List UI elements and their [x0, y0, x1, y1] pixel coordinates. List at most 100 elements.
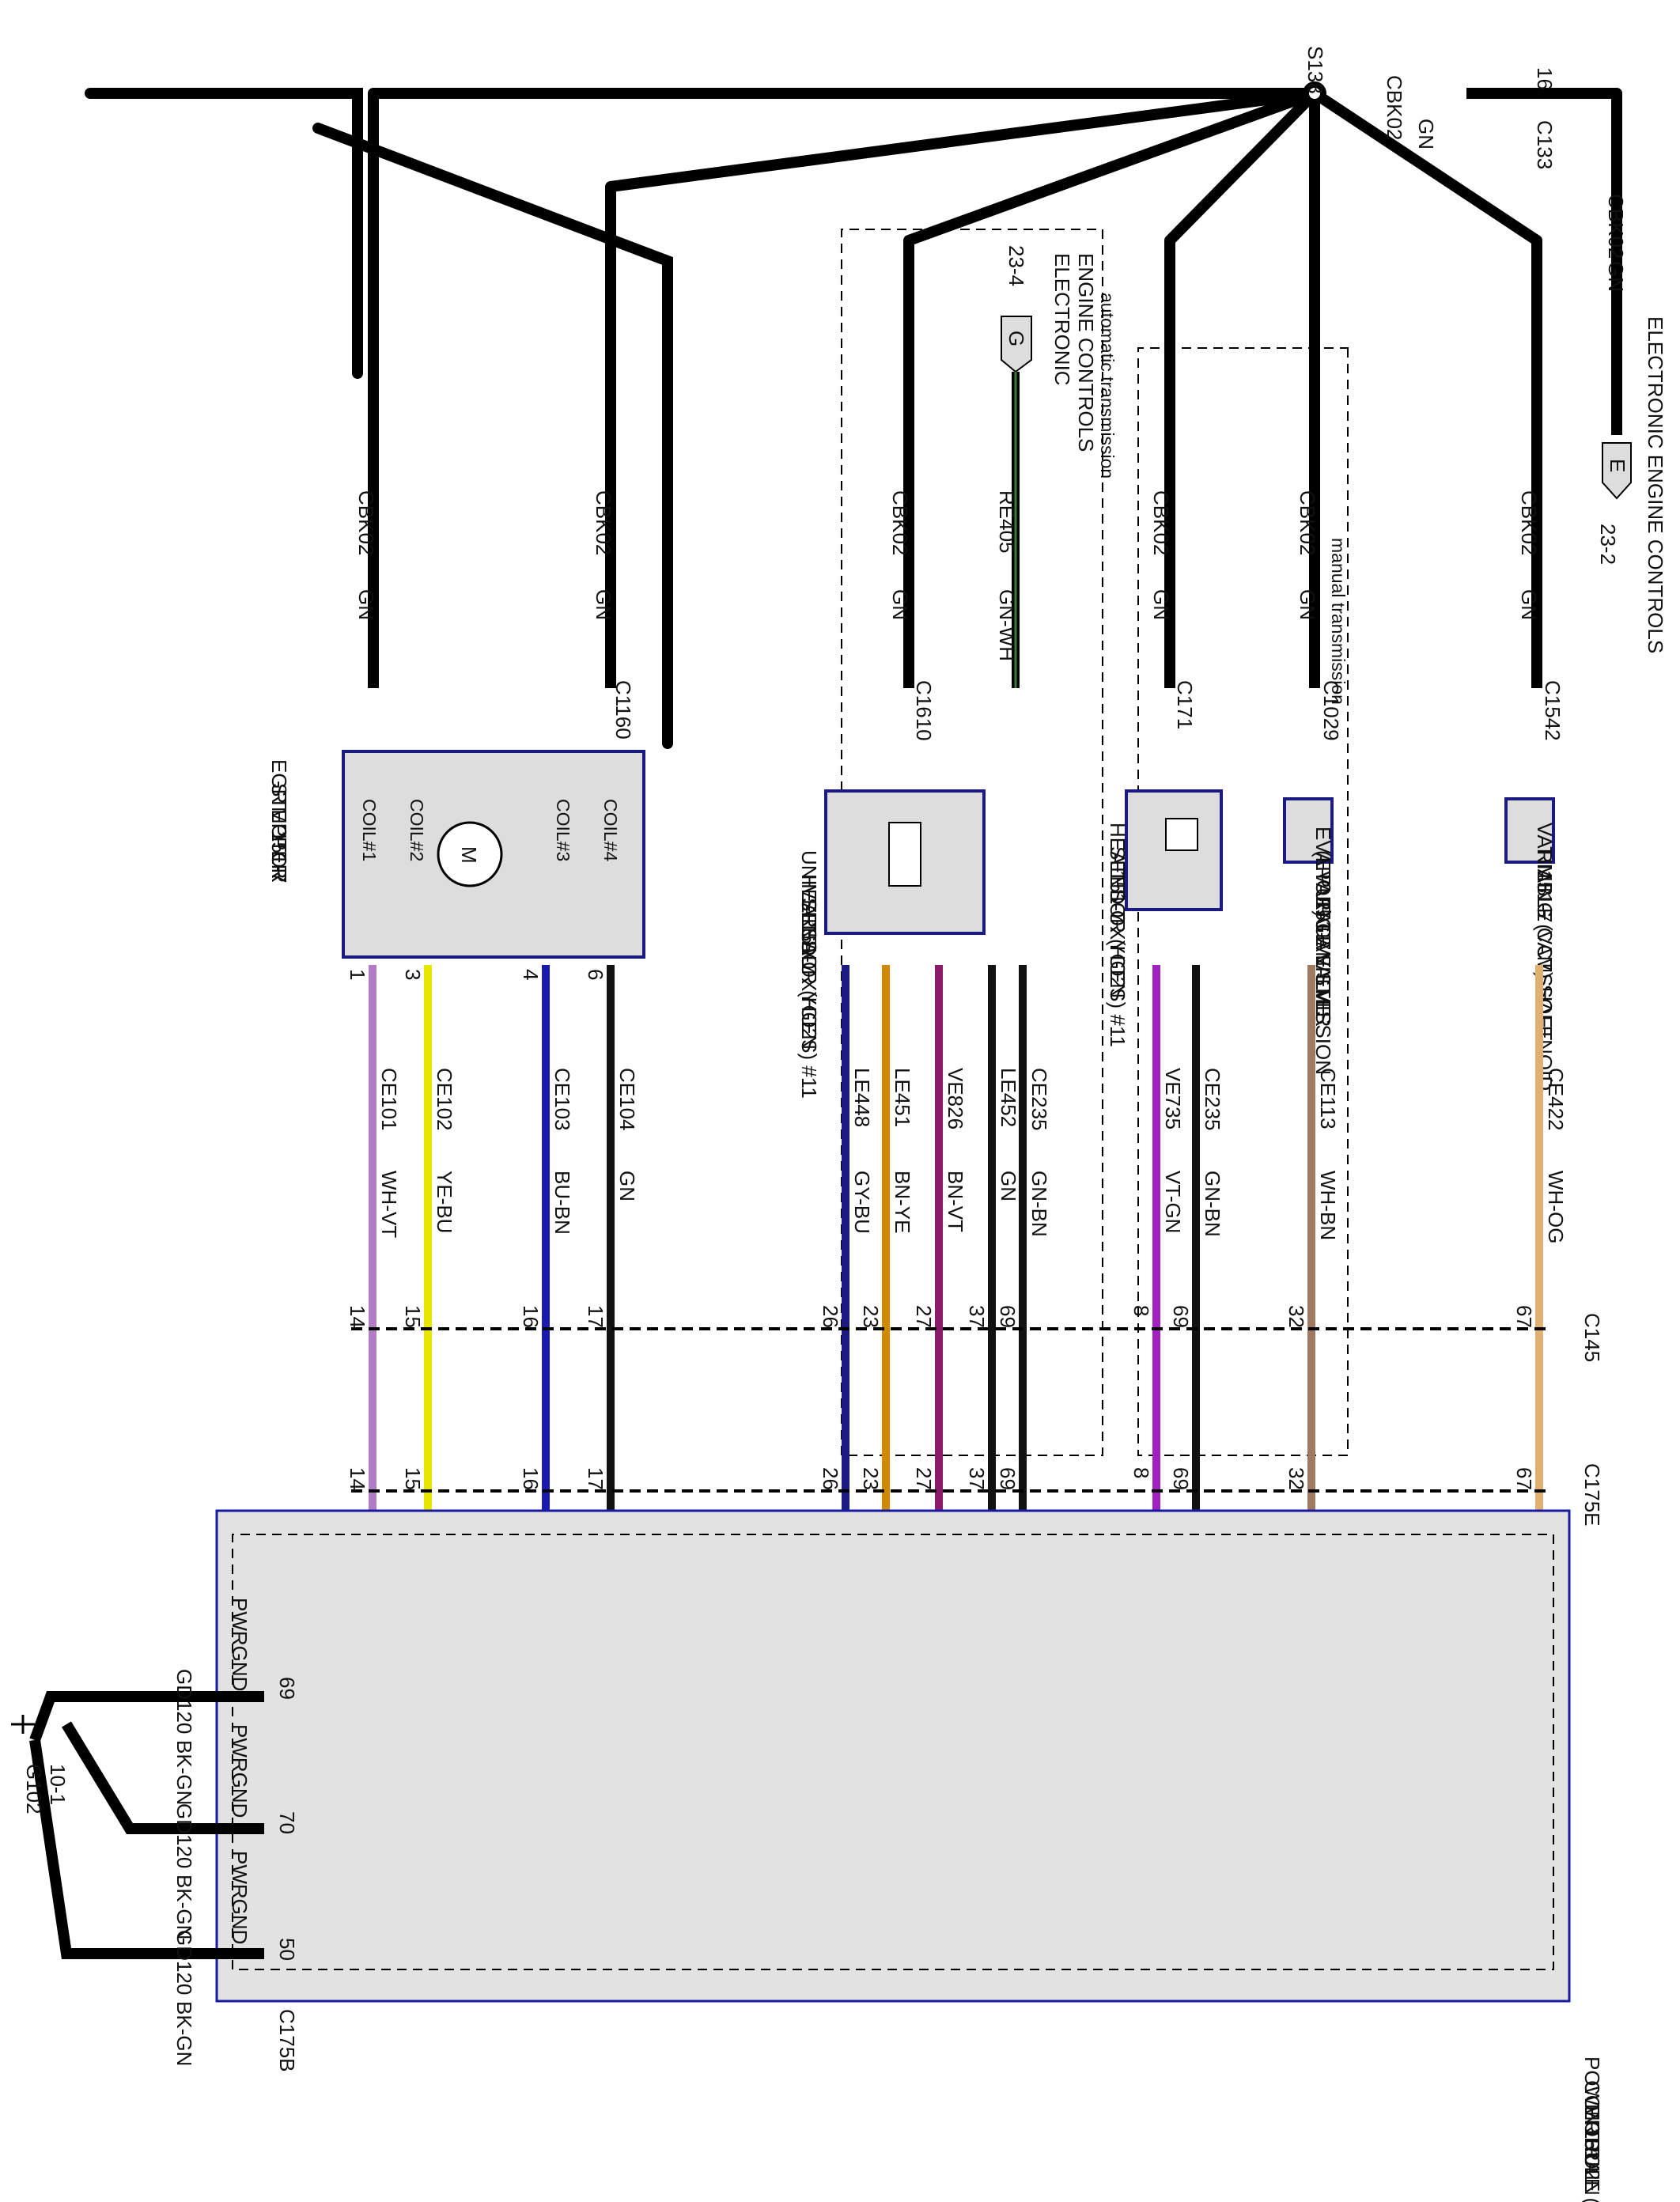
pcm-module[interactable]: POWERTRAIN CONTROL MODULE (PCM) 151-2 PW…: [215, 1509, 1604, 2202]
vct-solenoid[interactable]: VARIABLE CAMSHAFT TIMING (VCT) SOLENOID …: [1504, 797, 1557, 1091]
circuit-label: VE735: [1161, 1068, 1185, 1129]
c145-pin: 69: [1169, 1305, 1193, 1328]
svg-text:automatic transmission: automatic transmission: [1097, 293, 1118, 479]
svg-text:BK-GN: BK-GN: [172, 1875, 196, 1939]
ho2s-11[interactable]: HEATED OXYGEN SENSOR (HO2S) #11 151-7: [1106, 789, 1223, 1047]
svg-text:CBK02: CBK02: [592, 490, 615, 555]
c175e-pin: 69: [996, 1467, 1020, 1490]
wire-color-label: WH-OG: [1544, 1171, 1568, 1243]
c175e-pin: 23: [859, 1467, 883, 1490]
c175e-pin: 27: [912, 1467, 936, 1490]
svg-text:ELECTRONIC: ELECTRONIC: [1050, 253, 1074, 386]
svg-text:CBK02: CBK02: [1296, 490, 1319, 555]
svg-text:BK-GN: BK-GN: [172, 2001, 196, 2066]
svg-text:POWERTRAIN: POWERTRAIN: [1580, 2056, 1604, 2196]
svg-text:GN: GN: [592, 589, 615, 620]
top-wire-label: CBK02: [1383, 75, 1406, 140]
svg-text:C171: C171: [1173, 680, 1197, 729]
egr-stepper-motor[interactable]: EGR STEPPER MOTOR 151-7 COIL#1 COIL#2 CO…: [267, 750, 645, 959]
c175e-label: C175E: [1580, 1463, 1604, 1527]
ground-symbol: [11, 1715, 35, 1734]
ground-wires: [29, 1691, 264, 1959]
svg-text:ENGINE CONTROLS: ENGINE CONTROLS: [1074, 253, 1098, 452]
circuit-label: LE452: [997, 1068, 1020, 1127]
svg-text:GD120: GD120: [172, 1669, 196, 1734]
svg-text:GD120: GD120: [172, 1803, 196, 1868]
wire-color-label: GN-BN: [1027, 1171, 1051, 1237]
svg-text:COIL#4: COIL#4: [600, 799, 621, 861]
svg-text:23-2: 23-2: [1596, 524, 1620, 565]
svg-text:MODULE (PCM): MODULE (PCM): [1580, 2104, 1604, 2202]
c145-pin: 26: [819, 1305, 842, 1328]
circuit-label: CE102: [433, 1068, 456, 1131]
svg-text:RE405: RE405: [995, 490, 1019, 554]
wire-color-label: GN-BN: [1201, 1171, 1224, 1237]
svg-text:HEATED OXYGEN: HEATED OXYGEN: [797, 874, 821, 1050]
eec-ref-e[interactable]: E 23-2 ELECTRONIC ENGINE CONTROLS: [1596, 316, 1667, 653]
svg-text:EGR: EGR: [267, 759, 291, 804]
svg-text:151-7: 151-7: [1533, 870, 1557, 923]
svg-text:PWRGND: PWRGND: [228, 1724, 252, 1818]
svg-text:UNIVERSAL: UNIVERSAL: [797, 850, 821, 967]
component-pin: 4: [519, 969, 543, 980]
circuit-label: LE448: [850, 1068, 874, 1127]
right-wire-label: CBK02: [1604, 194, 1628, 259]
svg-text:G102: G102: [22, 1764, 46, 1814]
right-wire-color: GN: [1604, 261, 1628, 292]
splice-bus: [85, 88, 673, 749]
circuit-label: CE422: [1544, 1068, 1568, 1131]
c145-pin: 67: [1512, 1305, 1536, 1328]
c175e-pin: 17: [584, 1467, 607, 1490]
svg-text:C1160: C1160: [611, 680, 635, 740]
feed-labels: CBK02 GN 2 CBK02 GN 5 C1160 CBK02 GN C16…: [346, 490, 1565, 806]
wire-color-label: VT-GN: [1161, 1171, 1185, 1233]
wire-color-label: YE-BU: [433, 1171, 456, 1233]
wire-color-label: GN: [997, 1171, 1020, 1201]
svg-text:COIL#2: COIL#2: [407, 799, 427, 861]
circuit-label: CE101: [377, 1068, 401, 1131]
svg-text:50: 50: [275, 1938, 299, 1961]
svg-text:CBK02: CBK02: [888, 490, 912, 555]
c145-pin: 16: [519, 1305, 543, 1328]
svg-text:151-7: 151-7: [267, 830, 291, 883]
svg-text:GN: GN: [354, 589, 378, 620]
circuit-label: VE826: [944, 1068, 967, 1129]
c175e-pin: 69: [1169, 1467, 1193, 1490]
svg-text:ELECTRONIC ENGINE CONTROLS: ELECTRONIC ENGINE CONTROLS: [1644, 316, 1667, 653]
svg-text:CBK02: CBK02: [354, 490, 378, 555]
feed-wires: [368, 88, 1622, 688]
svg-text:C1029: C1029: [1319, 680, 1343, 741]
svg-text:C1542: C1542: [1541, 680, 1565, 741]
c175e-pin: 16: [519, 1467, 543, 1490]
wire-color-label: WH-VT: [377, 1171, 401, 1238]
svg-text:CBK02: CBK02: [1149, 490, 1173, 555]
circuit-label: CE104: [615, 1068, 639, 1131]
c145-pin: 32: [1285, 1305, 1308, 1328]
svg-text:G: G: [1005, 331, 1028, 346]
c175e-pin: 37: [965, 1467, 989, 1490]
svg-text:CONTROL: CONTROL: [1580, 2080, 1604, 2181]
svg-text:GN: GN: [1296, 589, 1319, 620]
svg-text:SENSOR (HO2S) #11: SENSOR (HO2S) #11: [1106, 846, 1129, 1047]
c175e-pin: 26: [819, 1467, 842, 1490]
evap-purge-valve[interactable]: EVAPORATIVE EMISSION (EVAP) CANISTER PUR…: [1283, 797, 1335, 1075]
svg-text:COIL#3: COIL#3: [553, 799, 573, 861]
svg-text:CBK02: CBK02: [1517, 490, 1541, 555]
svg-text:GN: GN: [1517, 589, 1541, 620]
svg-text:69: 69: [275, 1677, 299, 1700]
eec-ref-g[interactable]: G 23-4 ELECTRONIC ENGINE CONTROLS automa…: [1001, 245, 1118, 479]
circuit-label: CE103: [551, 1068, 574, 1131]
universal-ho2s[interactable]: UNIVERSAL HEATED OXYGEN SENSOR (HO2S) #1…: [797, 789, 986, 1099]
svg-text:151-7: 151-7: [1311, 898, 1335, 951]
wire-color-label: WH-BN: [1316, 1171, 1340, 1240]
circuit-label: CE235: [1201, 1068, 1224, 1131]
svg-text:10-1: 10-1: [46, 1764, 70, 1805]
svg-text:MOTOR: MOTOR: [267, 807, 291, 883]
component-pin: 6: [584, 969, 607, 980]
c145-pin: 17: [584, 1305, 607, 1328]
c145-pin: 15: [401, 1305, 425, 1328]
c145-pin: 23: [859, 1305, 883, 1328]
component-pin: 3: [401, 969, 425, 980]
